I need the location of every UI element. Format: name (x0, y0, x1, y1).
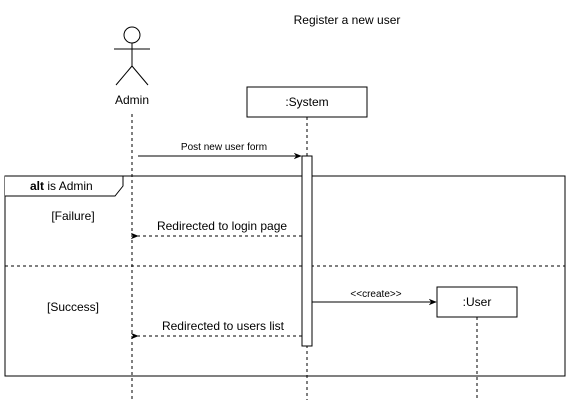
alt-fragment-tab (5, 175, 124, 197)
post-form-message-label: Post new user form (181, 142, 267, 153)
guard-success: [Success] (47, 300, 99, 314)
redirect-users-message-label: Redirected to users list (162, 319, 285, 333)
user-participant-box (436, 286, 518, 318)
admin-actor-icon (114, 26, 150, 86)
system-activation-bar (301, 155, 313, 347)
diagram-title: Register a new user (294, 13, 401, 27)
user-participant-label: :User (463, 295, 492, 309)
alt-fragment-label: alt is Admin (30, 179, 93, 193)
guard-failure: [Failure] (51, 209, 94, 223)
system-participant-box (246, 86, 368, 118)
alt-fragment (4, 175, 566, 377)
actor-label: Admin (115, 93, 149, 107)
system-participant-label: :System (285, 95, 328, 109)
redirect-login-message-label: Redirected to login page (157, 219, 287, 233)
create-message-label: <<create>> (350, 289, 401, 300)
